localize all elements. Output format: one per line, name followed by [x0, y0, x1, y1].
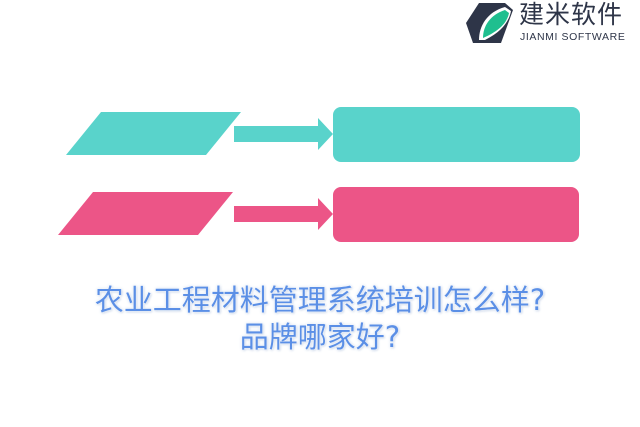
parallelogram-teal — [66, 112, 241, 155]
page-title: 农业工程材料管理系统培训怎么样? 品牌哪家好? — [0, 282, 640, 356]
title-line-2: 品牌哪家好? — [239, 320, 401, 354]
arrow-right-icon — [234, 118, 333, 150]
title-line-1: 农业工程材料管理系统培训怎么样? — [94, 283, 546, 317]
brand-name-en: JIANMI SOFTWARE — [520, 31, 626, 43]
brand-logo: 建米软件 JIANMI SOFTWARE — [463, 0, 640, 46]
rounded-box-pink — [333, 187, 579, 242]
arrow-right-icon — [234, 198, 333, 230]
flow-diagram — [58, 112, 333, 235]
jianmi-logo-icon — [466, 3, 513, 43]
rounded-box-teal — [333, 107, 580, 162]
parallelogram-pink — [58, 192, 233, 235]
brand-name-cn: 建米软件 — [519, 0, 624, 29]
